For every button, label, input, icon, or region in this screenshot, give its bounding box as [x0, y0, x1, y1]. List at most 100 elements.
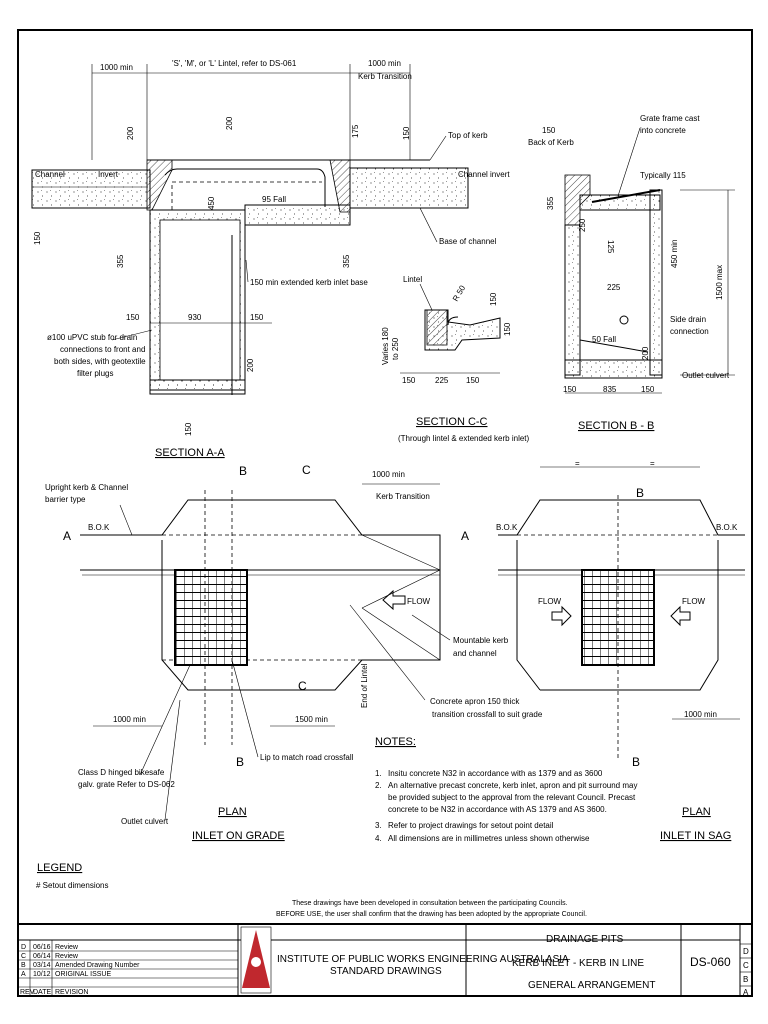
pg-label-c-top: C — [302, 463, 311, 477]
pg-label-b-bottom: B — [236, 755, 244, 769]
bb-grate-frame-2: into concrete — [640, 126, 686, 135]
note-2c-text: concrete to be N32 in accordance with AS… — [388, 805, 607, 814]
section-aa: 1000 min 'S', 'M', or 'L' Lintel, refer … — [31, 59, 510, 459]
pg-title-2: INLET ON GRADE — [192, 830, 285, 842]
pg-dim-1000b: 1000 min — [113, 715, 146, 724]
pg-grate-1: Class D hinged bikesafe — [78, 768, 165, 777]
aa-base-of-channel: Base of channel — [439, 237, 497, 246]
aa-d150r: 150 — [250, 313, 264, 322]
aa-upvc-3: both sides, with geotextile — [54, 357, 146, 366]
title-block: D 06/16 Review C 06/14 Review B 03/14 Am… — [17, 923, 752, 997]
cc-varies-1: Varies 180 — [381, 327, 390, 365]
rev-letter-d: D — [743, 947, 749, 956]
pg-apron-1: Concrete apron 150 thick — [430, 697, 520, 706]
aa-extended-base: 150 min extended kerb inlet base — [250, 278, 368, 287]
pg-upright-1: Upright kerb & Channel — [45, 483, 128, 492]
ipwea-logo — [240, 926, 272, 994]
pg-mountable-2: and channel — [453, 649, 497, 658]
pg-upright-2: barrier type — [45, 495, 86, 504]
section-cc: Lintel R 50 150 150 Varies 180 to 250 15… — [381, 275, 530, 443]
rev-a-date: 10/12 — [33, 971, 51, 978]
rev-b-id: B — [21, 962, 26, 969]
rev-d-desc: Review — [55, 944, 79, 951]
plan-on-grade: Upright kerb & Channel barrier type B.O.… — [45, 463, 543, 842]
bb-v450: 450 min — [670, 240, 679, 268]
aa-dim-1000-right: 1000 min — [368, 59, 401, 68]
rev-a-desc: ORIGINAL ISSUE — [55, 971, 111, 978]
bb-back-of-kerb-2: Back of Kerb — [528, 138, 574, 147]
ps-eq-1: = — [575, 459, 580, 468]
aa-kerb-transition: Kerb Transition — [358, 72, 412, 81]
rev-c-date: 06/14 — [33, 953, 51, 960]
rev-b-date: 03/14 — [33, 962, 51, 969]
note-3-num: 3. — [375, 821, 382, 830]
aa-dim-lintel: 'S', 'M', or 'L' Lintel, refer to DS-061 — [172, 59, 297, 68]
bb-outlet: Outlet culvert — [682, 371, 730, 380]
aa-top-of-kerb: Top of kerb — [448, 131, 488, 140]
disclaimer-2: BEFORE USE, the user shall confirm that … — [276, 911, 587, 918]
rev-letter-c: C — [743, 961, 749, 970]
aa-v200c: 200 — [246, 358, 255, 372]
aa-invert: Invert — [98, 170, 119, 179]
pg-outlet: Outlet culvert — [121, 817, 169, 826]
pg-label-a-right: A — [461, 529, 469, 543]
aa-v450: 450 — [207, 196, 216, 210]
bb-d150b: 150 — [641, 385, 655, 394]
plan-in-sag: = = B B B.O.K B.O.K FLOW FLOW 1000 min P… — [496, 459, 745, 842]
aa-channel-invert: Channel invert — [458, 170, 510, 179]
aa-upvc-4: filter plugs — [77, 369, 113, 378]
bb-grate-frame-1: Grate frame cast — [640, 114, 700, 123]
pg-kerb-transition: Kerb Transition — [376, 492, 430, 501]
pg-grate-2: galv. grate Refer to DS-062 — [78, 780, 175, 789]
aa-title: SECTION A-A — [155, 447, 225, 459]
aa-v150c: 150 — [184, 422, 193, 436]
cc-lintel: Lintel — [403, 275, 422, 284]
cc-r50: R 50 — [451, 283, 468, 303]
bb-d150a: 150 — [563, 385, 577, 394]
ps-dim-1000: 1000 min — [684, 710, 717, 719]
ps-bok-right: B.O.K — [716, 523, 738, 532]
rev-header-id: REV — [20, 989, 35, 996]
drawing-title-1: DRAINAGE PITS — [546, 934, 624, 945]
aa-d150l: 150 — [126, 313, 140, 322]
pg-mountable-1: Mountable kerb — [453, 636, 509, 645]
cc-varies-2: to 250 — [391, 337, 400, 360]
note-2b-text: be provided subject to the approval from… — [388, 793, 636, 802]
cc-title: SECTION C-C — [416, 416, 488, 428]
ps-eq-2: = — [650, 459, 655, 468]
ps-flow-left: FLOW — [538, 597, 562, 606]
drawing-title-2: KERB INLET - KERB IN LINE — [512, 958, 644, 969]
cc-v150a: 150 — [489, 292, 498, 306]
pg-flow: FLOW — [407, 597, 431, 606]
aa-v150a: 150 — [402, 126, 411, 140]
pg-label-a-left: A — [63, 529, 71, 543]
aa-v355a: 355 — [116, 254, 125, 268]
bb-v125: 125 — [606, 240, 615, 254]
aa-upvc-1: ø100 uPVC stub for drain — [47, 333, 137, 342]
cc-d150b: 150 — [466, 376, 480, 385]
ps-bok-left: B.O.K — [496, 523, 518, 532]
bb-side-drain-1: Side drain — [670, 315, 706, 324]
legend-item: # Setout dimensions — [36, 881, 109, 890]
rev-a-id: A — [21, 971, 26, 978]
bb-v200: 200 — [641, 346, 650, 360]
bb-typically: Typically 115 — [640, 171, 686, 180]
notes-title: NOTES: — [375, 736, 416, 748]
note-2-text: An alternative precast concrete, kerb in… — [388, 781, 637, 790]
cc-d150a: 150 — [402, 376, 416, 385]
rev-d-id: D — [21, 944, 26, 951]
bb-back-of-kerb-1: 150 — [542, 126, 556, 135]
ps-title-1: PLAN — [682, 806, 711, 818]
rev-letter-a: A — [743, 988, 749, 997]
pg-grate — [174, 569, 248, 666]
bb-side-drain-2: connection — [670, 327, 709, 336]
note-1-text: Insitu concrete N32 in accordance with a… — [388, 769, 603, 778]
bb-title: SECTION B - B — [578, 420, 654, 432]
bb-v1500: 1500 max — [715, 265, 724, 300]
rev-letter-b: B — [743, 975, 748, 984]
note-2-num: 2. — [375, 781, 382, 790]
ps-flow-right: FLOW — [682, 597, 706, 606]
rev-header-desc: REVISION — [55, 989, 88, 996]
pg-title-1: PLAN — [218, 806, 247, 818]
note-4-text: All dimensions are in millimetres unless… — [388, 834, 590, 843]
